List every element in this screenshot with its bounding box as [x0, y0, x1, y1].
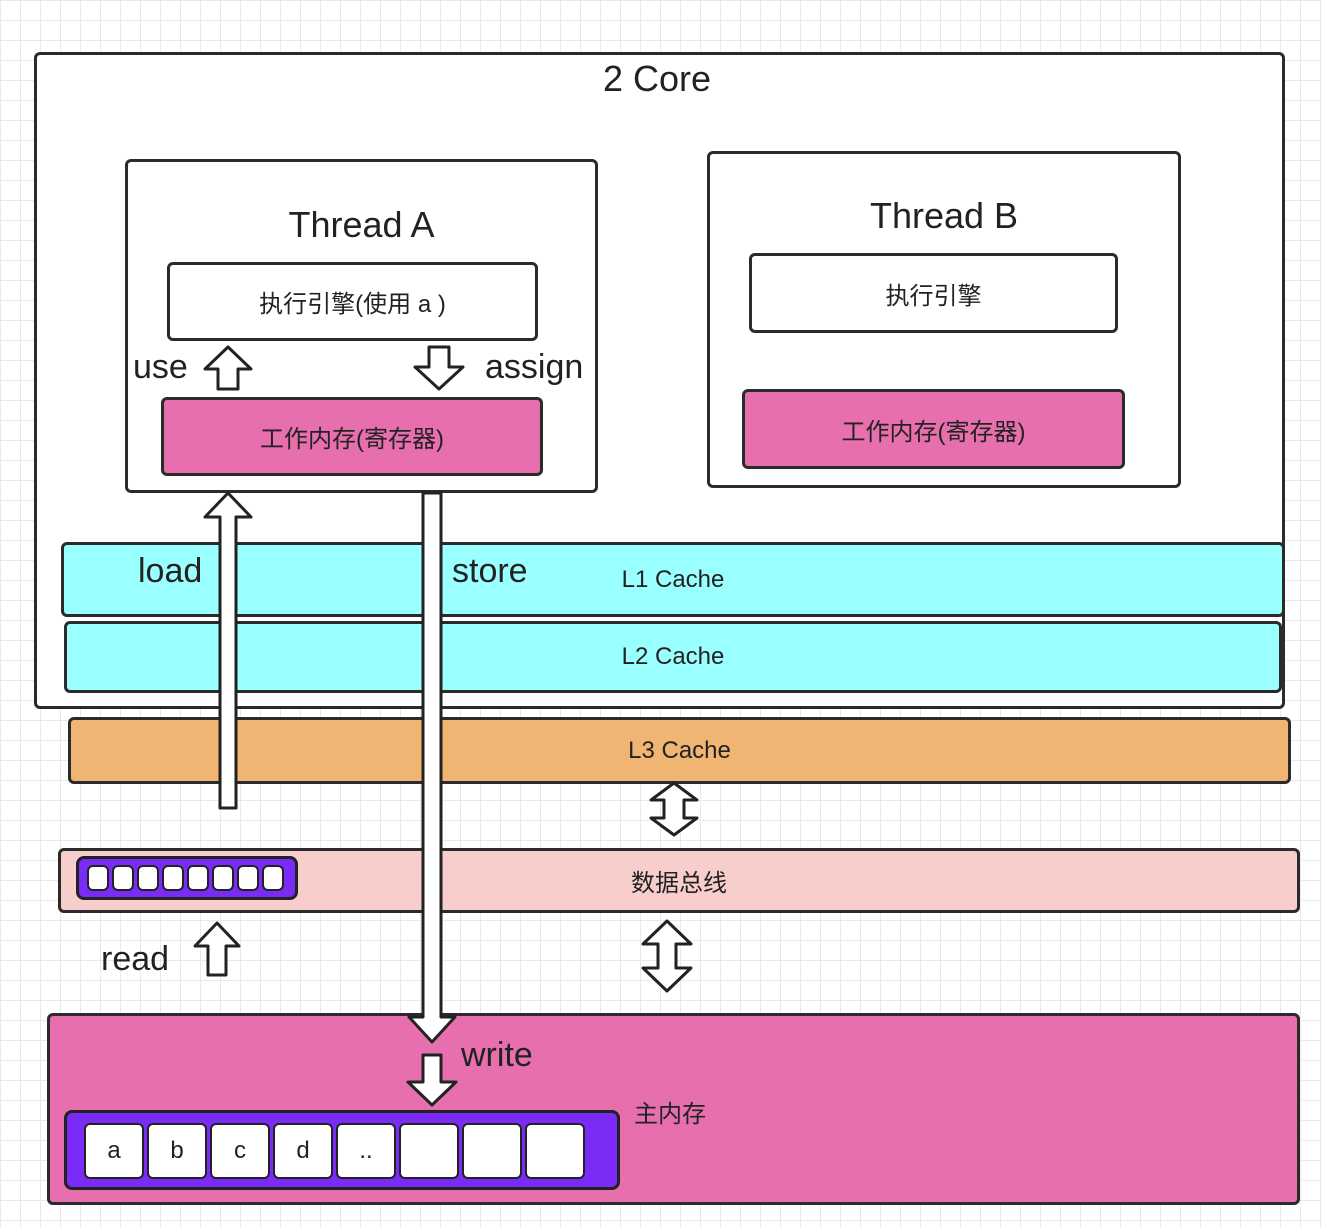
read-arrow-icon	[193, 921, 241, 977]
l3-bus-double-arrow-icon	[649, 781, 699, 837]
bus-buffer-slot	[137, 865, 159, 891]
main-memory-array: a b c d ..	[64, 1110, 620, 1190]
bus-buffer	[76, 856, 298, 900]
thread-b-execution-engine: 执行引擎	[749, 253, 1118, 333]
store-label: store	[452, 552, 528, 590]
memory-cell: d	[273, 1123, 333, 1179]
bus-buffer-slot	[187, 865, 209, 891]
use-arrow-icon	[203, 345, 253, 391]
l1-cache: L1 Cache	[61, 542, 1285, 617]
thread-b-working-memory: 工作内存(寄存器)	[742, 389, 1125, 469]
memory-cell: ..	[336, 1123, 396, 1179]
core-title: 2 Core	[602, 58, 712, 99]
thread-b-title: Thread B	[869, 195, 1019, 236]
bus-buffer-slot	[212, 865, 234, 891]
assign-label: assign	[485, 348, 584, 386]
write-arrow-icon	[406, 1053, 458, 1107]
l3-cache: L3 Cache	[68, 717, 1291, 784]
bus-buffer-slot	[112, 865, 134, 891]
memory-cell: c	[210, 1123, 270, 1179]
store-arrow-icon	[407, 491, 457, 1044]
bus-buffer-slot	[262, 865, 284, 891]
memory-cell	[525, 1123, 585, 1179]
thread-a-execution-engine: 执行引擎(使用 a )	[167, 262, 538, 341]
memory-cell	[462, 1123, 522, 1179]
write-label: write	[461, 1036, 533, 1074]
assign-arrow-icon	[413, 345, 465, 391]
main-memory-label: 主内存	[634, 1101, 706, 1128]
bus-memory-double-arrow-icon	[641, 919, 693, 993]
memory-cell	[399, 1123, 459, 1179]
memory-cell: b	[147, 1123, 207, 1179]
read-label: read	[101, 940, 170, 978]
l2-cache: L2 Cache	[64, 621, 1282, 693]
bus-buffer-slot	[162, 865, 184, 891]
bus-buffer-slot	[237, 865, 259, 891]
bus-buffer-slot	[87, 865, 109, 891]
thread-a-title: Thread A	[288, 204, 435, 245]
load-label: load	[138, 552, 203, 590]
use-label: use	[133, 348, 188, 386]
load-arrow-icon	[203, 491, 253, 810]
thread-a-working-memory: 工作内存(寄存器)	[161, 397, 543, 476]
memory-cell: a	[84, 1123, 144, 1179]
